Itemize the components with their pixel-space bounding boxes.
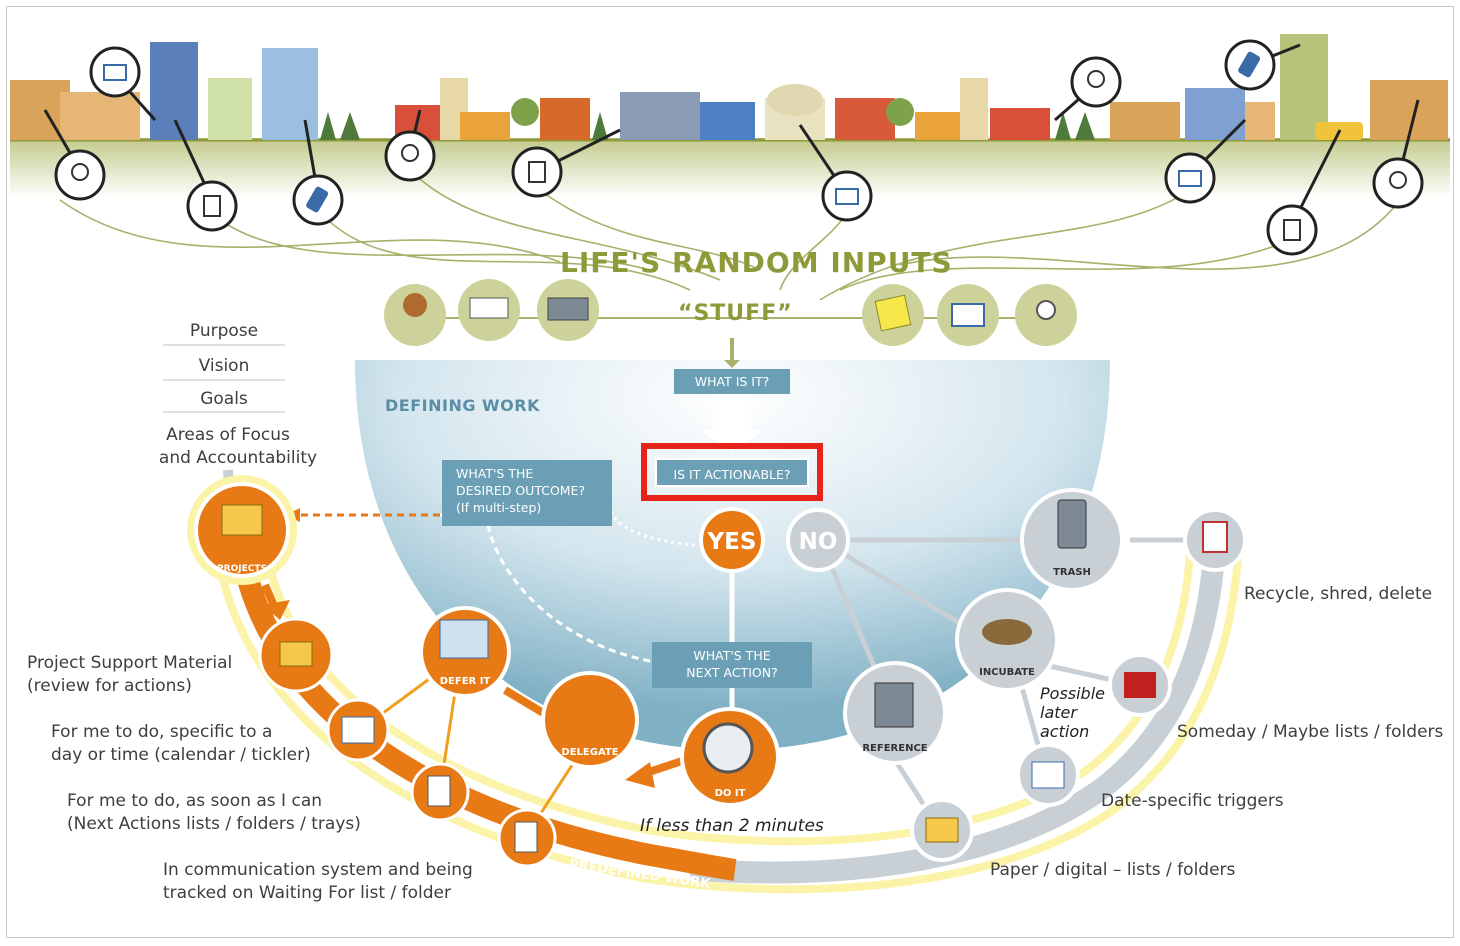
- projects-label: PROJECTS: [217, 564, 267, 574]
- reference-track: [689, 529, 1226, 884]
- next-actions-line: For me to do, as soon as I can: [67, 791, 323, 811]
- horizon-accountability: and Accountability: [158, 448, 318, 468]
- support-label: Project Support Material (review for act…: [27, 652, 232, 698]
- mail-icon: [1164, 118, 1247, 204]
- possible-line: Possible: [1040, 684, 1105, 703]
- document-icon: [173, 119, 238, 232]
- desired-outcome-box: WHAT'S THE DESIRED OUTCOME? (If multi-st…: [442, 460, 612, 526]
- building: [835, 98, 895, 140]
- is-actionable-text: IS IT ACTIONABLE?: [673, 467, 791, 482]
- less-than-2-minutes: If less than 2 minutes: [640, 816, 824, 836]
- document-icon: [511, 128, 621, 198]
- grey-nodes: [786, 488, 1247, 862]
- waiting-label: In communication system and being tracke…: [163, 859, 473, 905]
- input-callouts: [43, 39, 1424, 256]
- stopwatch-icon: [702, 722, 754, 774]
- yes-node[interactable]: [699, 507, 765, 573]
- horizon-purpose: Purpose: [189, 321, 259, 341]
- stuff-label: “STUFF”: [678, 301, 793, 326]
- defer-label: DEFER IT: [440, 676, 491, 687]
- folder-icon: [925, 817, 959, 843]
- file-cabinet-icon: [874, 682, 914, 728]
- possible-line: later: [1040, 703, 1077, 722]
- lightbulb-icon: [43, 109, 106, 201]
- silo: [960, 78, 988, 140]
- trash-label: TRASH: [1053, 567, 1091, 578]
- orange-nodes: [187, 475, 780, 868]
- horizon-areas: Areas of Focus: [166, 425, 290, 445]
- building: [1245, 102, 1275, 140]
- building: [620, 92, 700, 140]
- no-label: NO: [799, 529, 838, 555]
- node-labels: PROJECTS DEFER IT DELEGATE DO IT YES NO: [217, 529, 837, 799]
- waiting-line: In communication system and being: [163, 860, 473, 880]
- horizon-vision: Vision: [198, 356, 250, 376]
- yes-label: YES: [707, 529, 757, 555]
- next-action-line: NEXT ACTION?: [686, 665, 778, 680]
- input-lines: [59, 169, 1401, 301]
- reference-label: REFERENCE: [862, 743, 927, 754]
- page-title: LIFE'S RANDOM INPUTS: [560, 246, 953, 279]
- what-is-it-text: WHAT IS IT?: [694, 374, 770, 389]
- building: [208, 78, 252, 140]
- waiting-line: tracked on Waiting For list / folder: [163, 883, 451, 903]
- diagram-frame: [6, 6, 1454, 938]
- possible-later-action: Possible later action: [1040, 684, 1105, 741]
- what-is-it-box: WHAT IS IT?: [674, 369, 790, 394]
- phone-icon: [1224, 39, 1301, 91]
- trash-can-icon: [1057, 499, 1087, 549]
- phone-icon: [292, 119, 344, 226]
- desired-outcome-line: (If multi-step): [456, 500, 542, 515]
- stuff-sources: [384, 279, 1077, 346]
- is-actionable-box: IS IT ACTIONABLE?: [655, 458, 809, 487]
- desired-outcome-line: WHAT'S THE: [456, 466, 534, 481]
- building: [700, 102, 755, 140]
- building: [1110, 102, 1180, 140]
- next-actions-line: (Next Actions lists / folders / trays): [67, 814, 361, 834]
- next-actions-label: For me to do, as soon as I can (Next Act…: [67, 790, 361, 836]
- do-it-label: DO IT: [715, 788, 746, 799]
- calendar-line: For me to do, specific to a: [51, 722, 273, 742]
- building: [262, 48, 318, 140]
- building: [150, 42, 198, 140]
- support-line: (review for actions): [27, 676, 192, 696]
- calendar-line: day or time (calendar / tickler): [51, 745, 311, 765]
- horizon-separators: [163, 344, 285, 413]
- red-folder-icon: [1124, 672, 1156, 698]
- lightbulb-icon: [1372, 99, 1424, 209]
- defining-work-label: DEFINING WORK: [385, 396, 540, 415]
- next-action-box: WHAT'S THE NEXT ACTION?: [652, 642, 812, 688]
- horizon-goals: Goals: [200, 389, 248, 409]
- delegate-node[interactable]: [541, 671, 639, 769]
- paper-label: Paper / digital – lists / folders: [990, 860, 1236, 880]
- next-action-line: WHAT'S THE: [693, 648, 771, 663]
- lightbulb-icon: [1054, 56, 1122, 122]
- landscape: [10, 34, 1450, 198]
- calendar-label: For me to do, specific to a day or time …: [51, 721, 311, 767]
- delegate-label: DELEGATE: [561, 747, 618, 758]
- mail-icon: [798, 124, 873, 222]
- document-icon: [1266, 129, 1342, 256]
- triggers-label: Date-specific triggers: [1101, 791, 1284, 811]
- house: [460, 112, 510, 140]
- lightbulb-icon: [384, 109, 436, 182]
- actionable-highlight: [641, 443, 823, 501]
- nest-icon: [982, 619, 1032, 645]
- building: [60, 92, 140, 140]
- possible-line: action: [1040, 722, 1090, 741]
- desired-outcome-line: DESIRED OUTCOME?: [456, 483, 586, 498]
- no-node[interactable]: [786, 508, 850, 572]
- mail-icon: [89, 46, 157, 121]
- house: [990, 108, 1050, 140]
- building: [540, 98, 590, 140]
- someday-label: Someday / Maybe lists / folders: [1177, 722, 1444, 742]
- grey-node-labels: TRASH INCUBATE REFERENCE: [862, 567, 1091, 754]
- building: [1185, 88, 1245, 140]
- recycle-label: Recycle, shred, delete: [1244, 584, 1433, 604]
- incubate-label: INCUBATE: [979, 667, 1035, 678]
- support-line: Project Support Material: [27, 653, 233, 673]
